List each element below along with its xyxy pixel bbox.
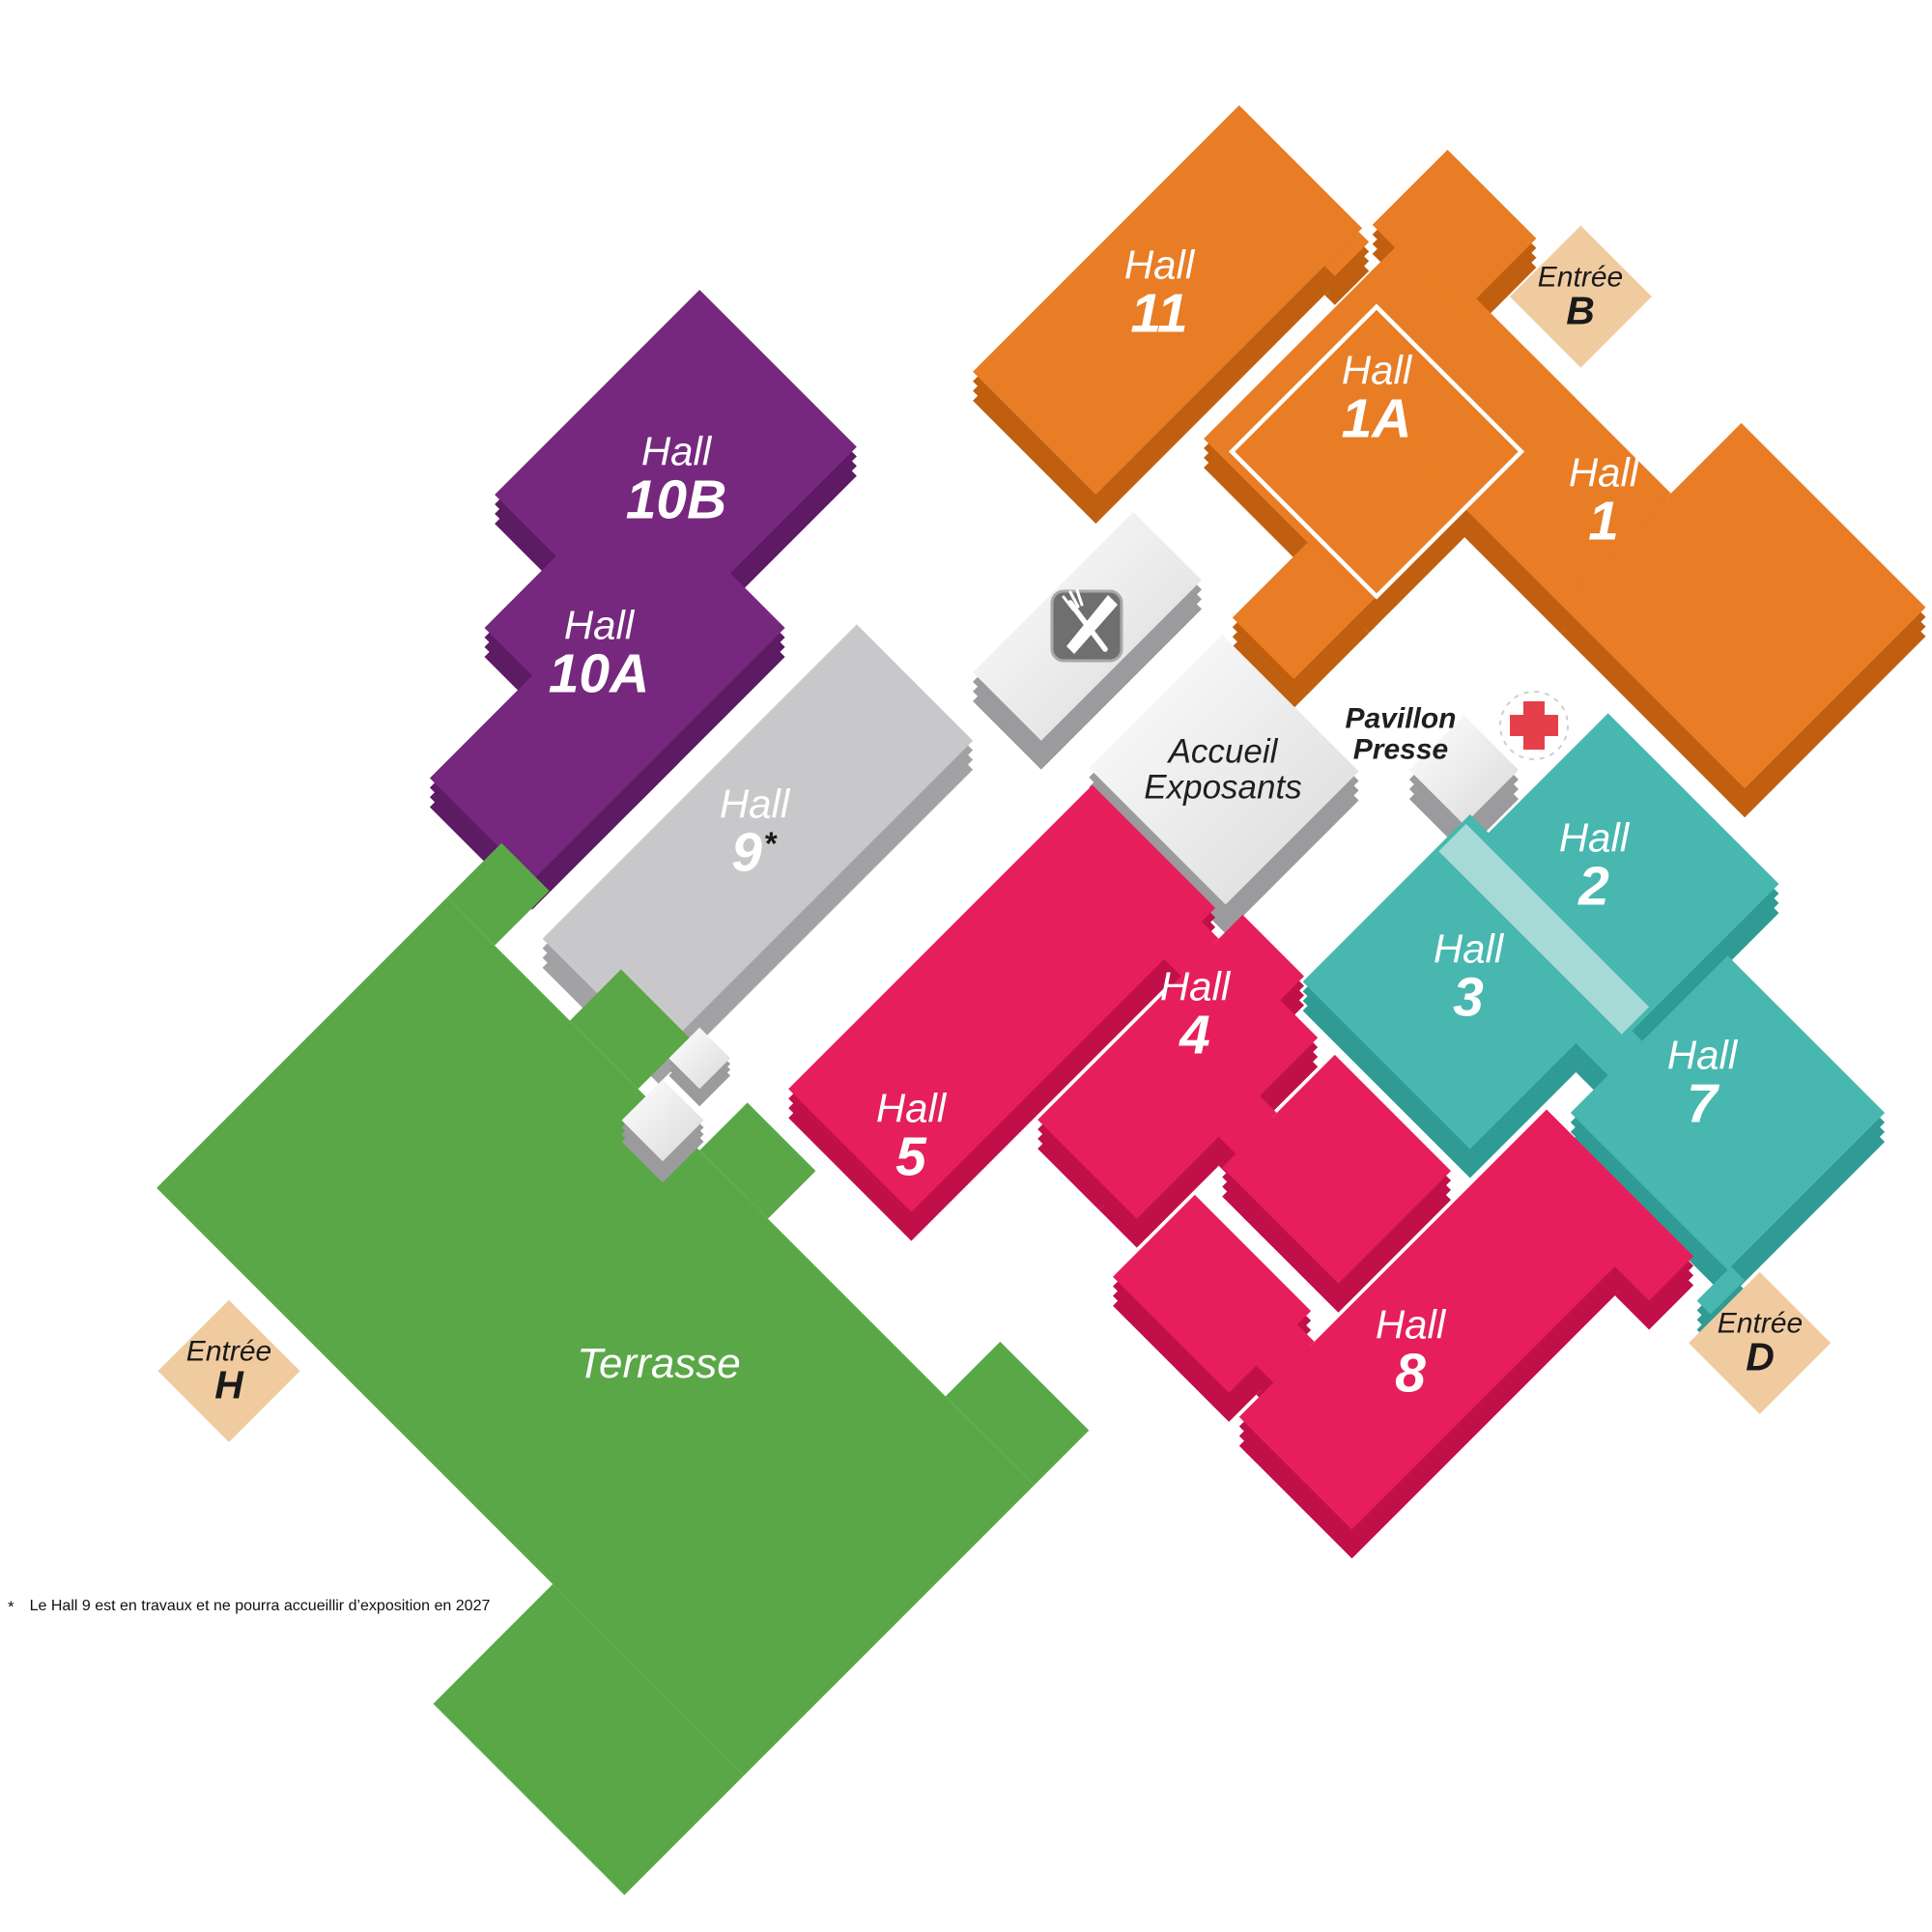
halls-2-3-shape <box>1302 713 1779 1179</box>
entree-d-shape <box>1689 1271 1832 1414</box>
hall-1a-outline <box>1228 303 1525 600</box>
footnote-marker: * <box>8 1598 14 1616</box>
cube-b <box>668 1027 730 1107</box>
footnote: * Le Hall 9 est en travaux et ne pourra … <box>8 1598 490 1617</box>
hall-9-shape <box>542 624 974 1084</box>
halls-10-shape <box>429 290 857 910</box>
entree-b-shape <box>1509 225 1652 368</box>
terrasse-shape <box>156 842 1090 1895</box>
pavillon-presse-cube <box>1408 715 1519 854</box>
cube-a <box>621 1079 704 1183</box>
halls-4-5-8-shape <box>788 784 1694 1559</box>
fork-knife-icon <box>1050 588 1123 663</box>
entree-h-shape <box>157 1299 300 1442</box>
red-cross-icon <box>1499 691 1569 760</box>
accueil-exposants-block <box>1089 635 1359 934</box>
walkway-band <box>1438 823 1650 1035</box>
hall-11-shape <box>973 105 1370 525</box>
footnote-text: Le Hall 9 est en travaux et ne pourra ac… <box>29 1598 491 1614</box>
